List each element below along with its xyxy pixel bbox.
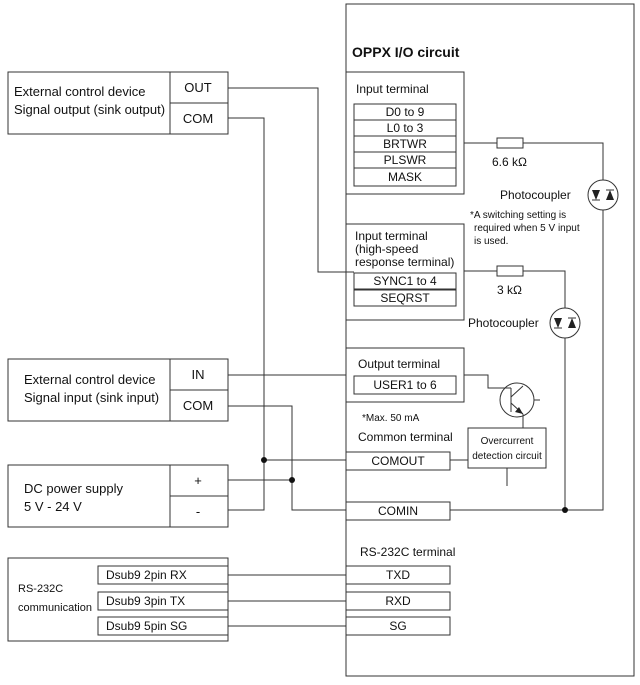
overcurrent-label-line: detection circuit	[472, 451, 542, 462]
com-terminal-label: COM	[183, 398, 213, 413]
dc-power-label-line: 5 V - 24 V	[24, 499, 82, 514]
switch-note-line: required when 5 V input	[474, 223, 580, 234]
hs-input-label-line: (high-speed	[355, 242, 418, 256]
signal-label: SEQRST	[380, 291, 430, 305]
signal-label: SYNC1 to 4	[373, 274, 437, 288]
signal-box	[353, 289, 457, 307]
junction-dot	[261, 457, 267, 463]
rs232c-pin-label: RXD	[385, 594, 411, 608]
comout-label: COMOUT	[371, 454, 425, 468]
signal-box	[353, 375, 457, 395]
junction-dot	[289, 477, 295, 483]
rs232c-comm-label-line: communication	[18, 602, 92, 614]
external-input-label-line: Signal input (sink input)	[24, 390, 159, 405]
signal-label: PLSWR	[384, 153, 427, 167]
rs232c-terminal-label: RS-232C terminal	[360, 545, 455, 559]
photocoupler-icon	[587, 179, 619, 211]
external-output-label-line: Signal output (sink output)	[14, 102, 165, 117]
out-terminal-label: OUT	[184, 80, 212, 95]
rs232c-pin-label: SG	[389, 619, 406, 633]
plus-terminal-label: +	[194, 473, 202, 488]
signal-box	[353, 272, 457, 290]
dsub9-pin-label: Dsub9 2pin RX	[106, 568, 187, 582]
hs-input-label-line: Input terminal	[355, 229, 428, 243]
dsub9-pin-label: Dsub9 3pin TX	[106, 594, 185, 608]
signal-label: D0 to 9	[386, 105, 425, 119]
max-current-note: *Max. 50 mA	[362, 413, 420, 424]
dsub9-pin-label: Dsub9 5pin SG	[106, 619, 187, 633]
minus-terminal-label: -	[196, 504, 200, 519]
photocoupler1-label: Photocoupler	[500, 188, 571, 202]
resistor2-label: 3 kΩ	[497, 283, 522, 297]
hs-input-label-line: response terminal)	[355, 255, 454, 269]
signal-label: BRTWR	[383, 137, 427, 151]
junction-dot	[562, 507, 568, 513]
output-terminal-label: Output terminal	[358, 357, 440, 371]
comin-label: COMIN	[378, 504, 418, 518]
rs232c-comm-label-line: RS-232C	[18, 583, 63, 595]
in-terminal-label: IN	[192, 367, 205, 382]
overcurrent-label-line: Overcurrent	[481, 436, 534, 447]
signal-label: MASK	[388, 170, 422, 184]
resistor-symbol	[496, 137, 524, 149]
external-output-label-line: External control device	[14, 84, 146, 99]
rs232c-pin-label: TXD	[386, 568, 410, 582]
switch-note-line: is used.	[474, 236, 508, 247]
input-terminal-label: Input terminal	[356, 82, 429, 96]
oppx-title: OPPX I/O circuit	[352, 44, 460, 60]
signal-label: L0 to 3	[387, 121, 424, 135]
comout-box	[345, 451, 451, 471]
photocoupler-icon	[549, 307, 581, 339]
overcurrent-box	[467, 427, 547, 469]
dc-power-label-line: DC power supply	[24, 481, 123, 496]
signal-label: USER1 to 6	[373, 378, 437, 392]
signal-box	[353, 167, 457, 187]
switch-note-line: *A switching setting is	[470, 210, 566, 221]
resistor-symbol	[496, 265, 524, 277]
wiring	[228, 87, 604, 627]
transistor-icon	[499, 382, 540, 418]
com-terminal-label: COM	[183, 111, 213, 126]
external-input-label-line: External control device	[24, 372, 156, 387]
resistor1-label: 6.6 kΩ	[492, 155, 527, 169]
common-terminal-label: Common terminal	[358, 430, 453, 444]
photocoupler2-label: Photocoupler	[468, 316, 539, 330]
comin-box	[345, 501, 451, 521]
